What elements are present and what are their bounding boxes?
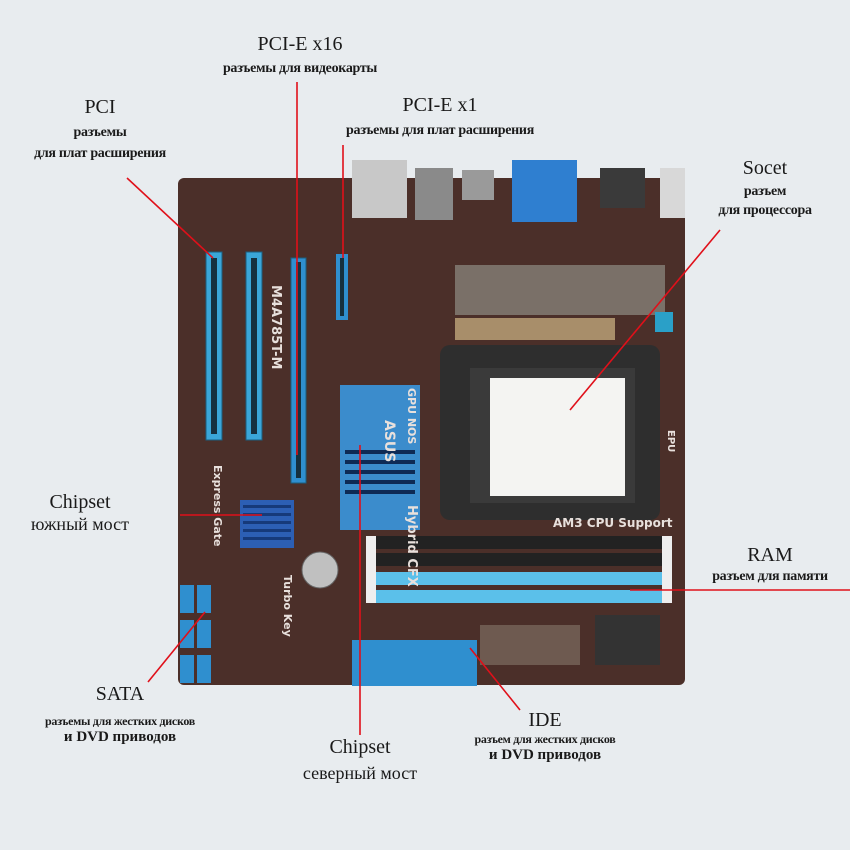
turbo-key-silk: Turbo Key bbox=[281, 575, 294, 637]
label-socket: Socet разъем для процессора bbox=[700, 156, 830, 220]
southbridge-heatsink bbox=[240, 500, 294, 548]
vrm-area bbox=[455, 265, 673, 340]
label-desc: разъемы для видеокарты bbox=[222, 61, 378, 76]
label-desc: северный мост bbox=[302, 763, 418, 783]
pointer-sata bbox=[147, 611, 206, 683]
cpu-socket bbox=[440, 345, 660, 520]
cmos-battery bbox=[301, 551, 339, 589]
io-panel bbox=[352, 160, 685, 222]
label-pcie-x1: PCI-E x1 разъемы для плат расширения bbox=[300, 93, 580, 140]
label-north-chipset: Chipset северный мост bbox=[280, 735, 440, 785]
label-title: PCI bbox=[84, 96, 116, 118]
label-desc: южный мост bbox=[31, 514, 129, 534]
board-model-silk: M4A785T-M bbox=[268, 285, 283, 369]
label-pcie-x16-desc: разъемы для видеокарты bbox=[180, 61, 420, 78]
pointer-socket bbox=[569, 229, 721, 411]
pointer-pci bbox=[126, 177, 214, 259]
label-title: SATA bbox=[95, 683, 145, 705]
label-desc: и DVD приводов bbox=[63, 729, 177, 746]
label-ide: IDE разъем для жестких дисков и DVD прив… bbox=[445, 708, 645, 764]
label-desc: для плат расширения bbox=[34, 145, 166, 161]
label-desc: и DVD приводов bbox=[488, 747, 602, 764]
pointer-lines bbox=[126, 82, 850, 735]
pointer-ide bbox=[469, 647, 521, 711]
label-title: PCI-E x16 bbox=[257, 33, 343, 55]
label-desc: разъем для жестких дисков bbox=[474, 732, 616, 746]
cpu-support-silk: AM3 CPU Support bbox=[553, 516, 673, 530]
northbridge-heatsink bbox=[340, 385, 420, 530]
label-desc: разъемы bbox=[73, 125, 127, 140]
asus-logo: ASUS bbox=[381, 420, 397, 462]
sata-ports bbox=[180, 585, 211, 683]
label-title: Chipset bbox=[49, 491, 111, 513]
label-desc: для процессора bbox=[718, 202, 812, 218]
ram-slots bbox=[366, 536, 672, 603]
label-desc: разъемы для жестких дисков bbox=[45, 714, 195, 728]
ide-connector bbox=[352, 640, 477, 686]
gpu-silk: GPU NOS bbox=[405, 388, 418, 444]
label-pci: PCI разъемы для плат расширения bbox=[30, 95, 170, 163]
hybrid-cfx-silk: Hybrid CFX bbox=[404, 505, 419, 587]
label-ram: RAM разъем для памяти bbox=[690, 543, 850, 586]
label-title: IDE bbox=[528, 709, 562, 731]
label-south-chipset: Chipset южный мост bbox=[10, 490, 150, 536]
label-title: Socet bbox=[742, 157, 788, 179]
label-title: PCI-E x1 bbox=[402, 94, 478, 116]
label-title: RAM bbox=[747, 544, 793, 566]
label-title: Chipset bbox=[329, 736, 391, 758]
label-sata: SATA разъемы для жестких дисков и DVD пр… bbox=[20, 682, 220, 746]
express-gate-silk: Express Gate bbox=[211, 465, 224, 546]
label-desc: разъемы для плат расширения bbox=[346, 123, 534, 138]
epu-silk: EPU bbox=[665, 430, 676, 452]
label-desc: разъем bbox=[743, 184, 787, 199]
label-pcie-x16: PCI-E x16 bbox=[230, 32, 370, 56]
label-desc: разъем для памяти bbox=[712, 569, 828, 584]
